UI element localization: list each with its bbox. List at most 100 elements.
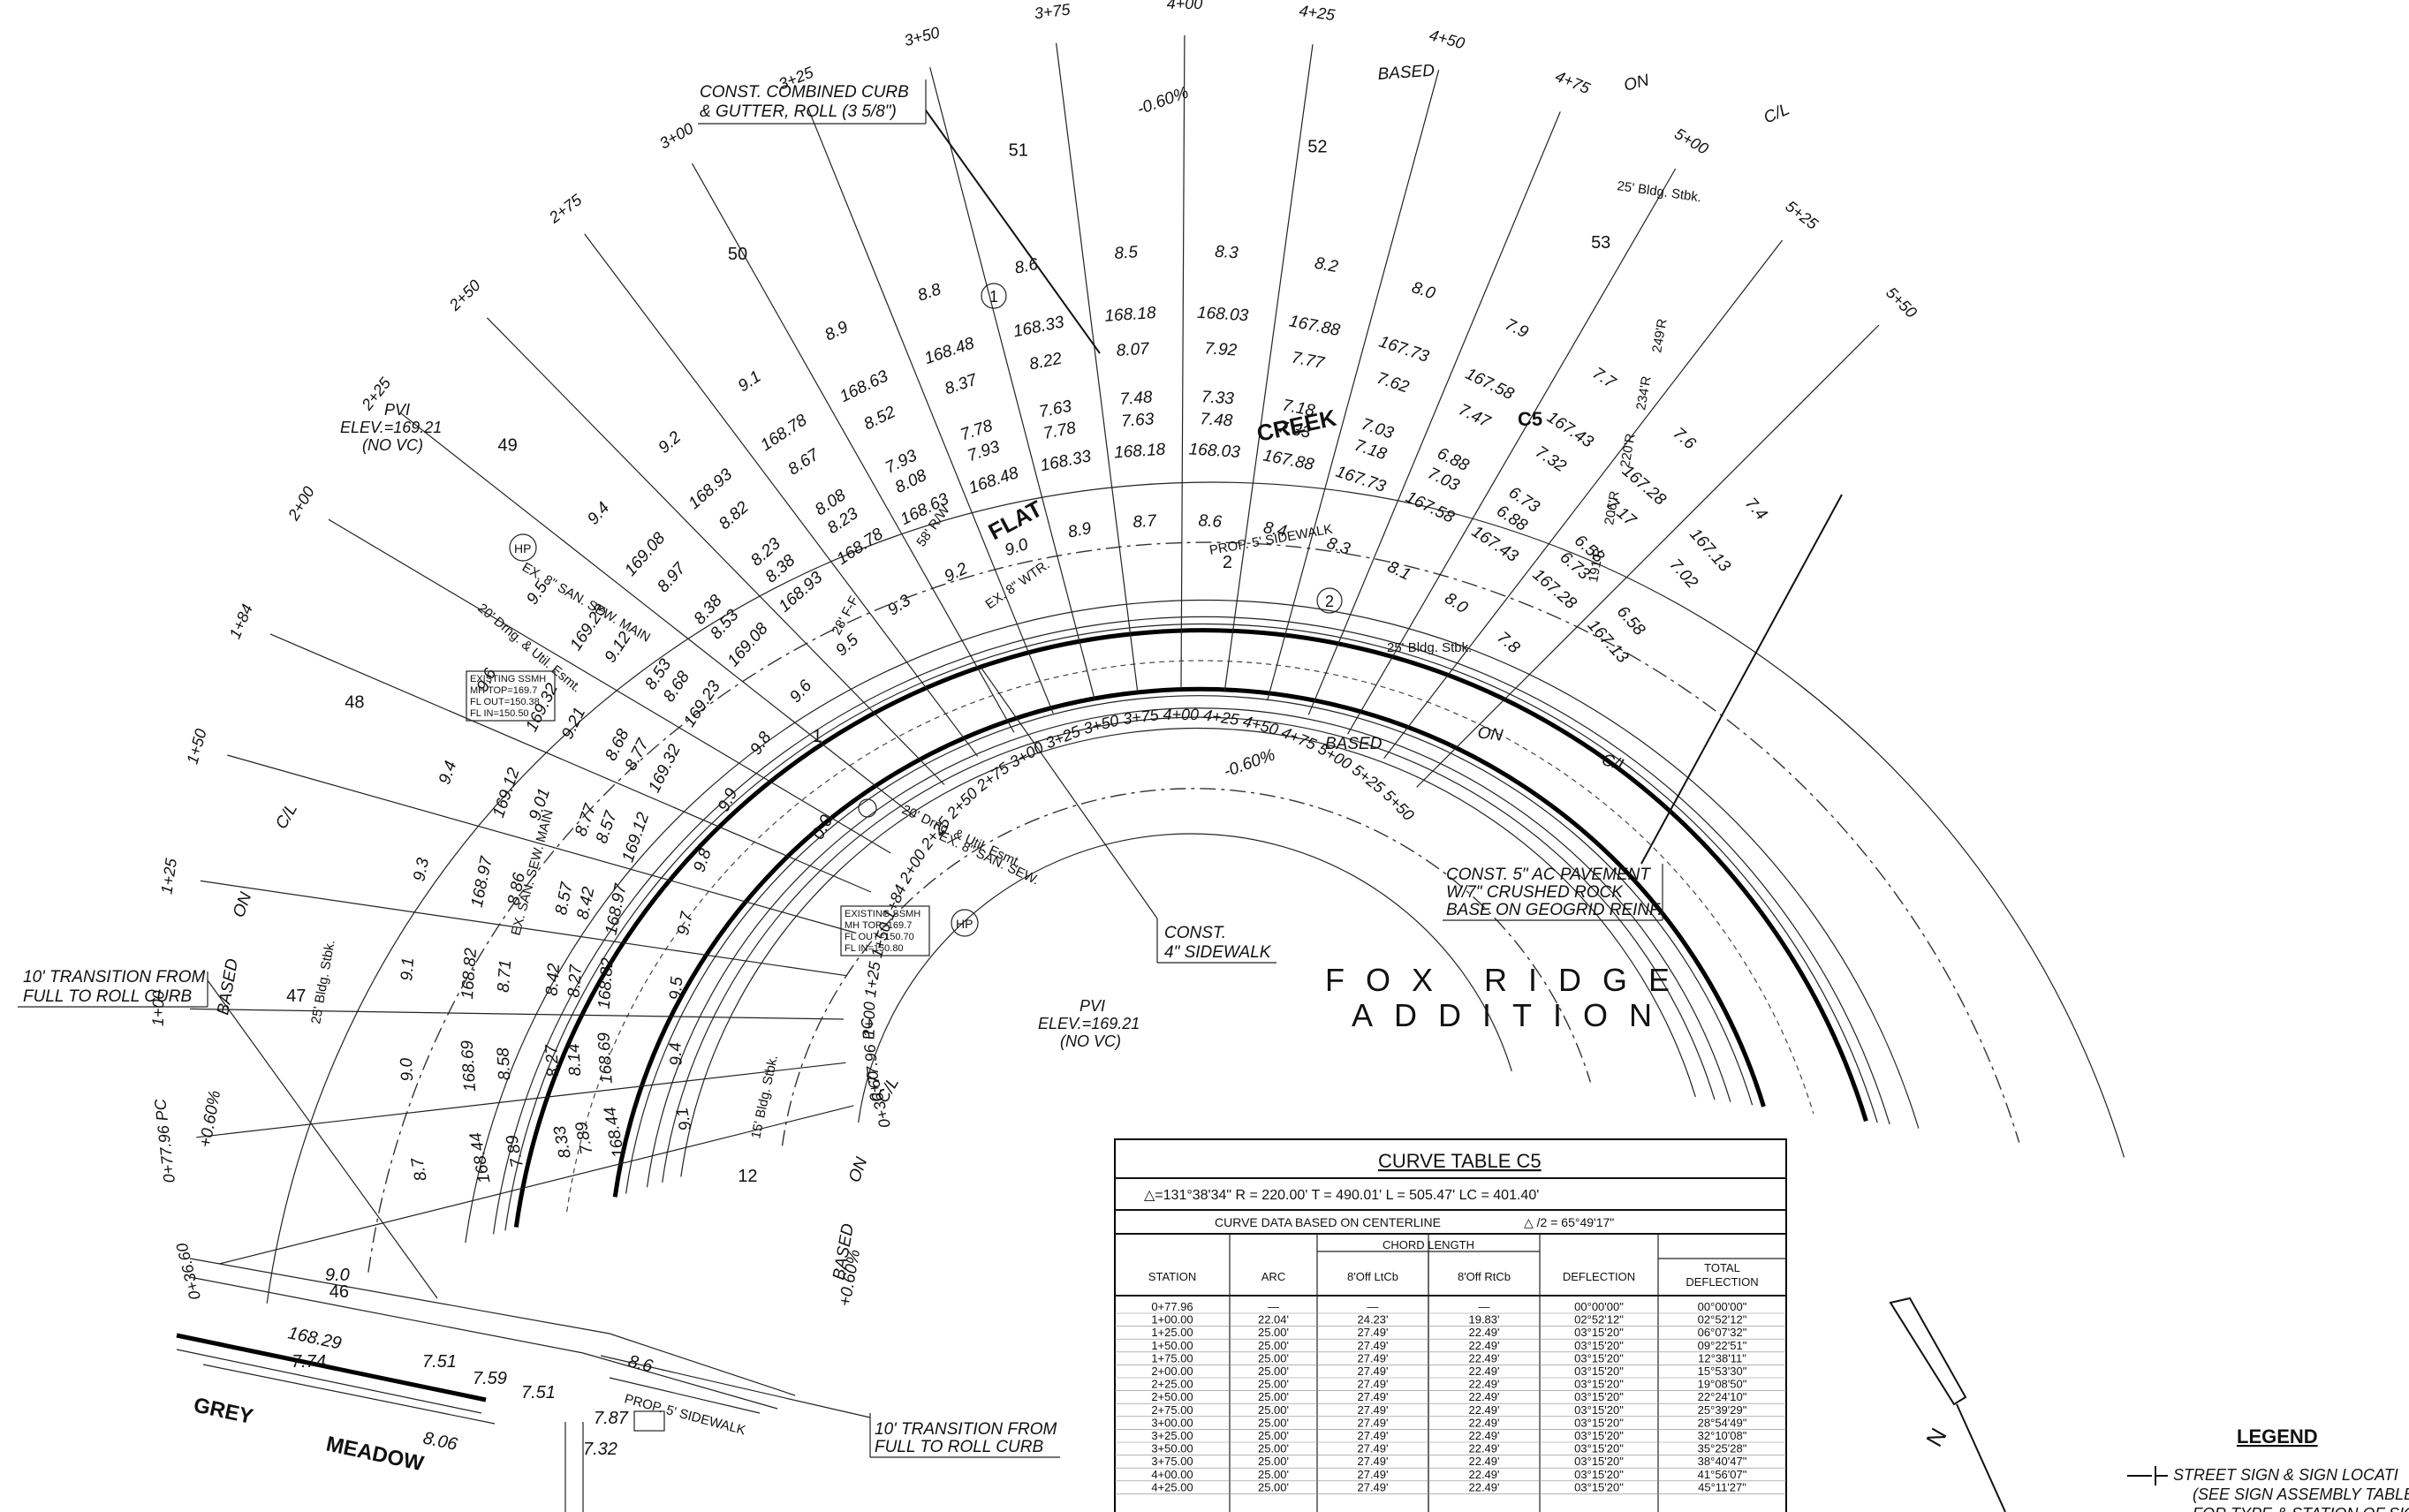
table-cell: 3+50.00 bbox=[1151, 1442, 1193, 1455]
elevation-label: 168.82 bbox=[595, 956, 617, 1009]
callout-text: 4" SIDEWALK bbox=[1164, 943, 1272, 962]
block-circle bbox=[1316, 587, 1343, 614]
distance-label: 7.48 bbox=[1119, 388, 1154, 408]
table-cell: 38°40'47" bbox=[1698, 1455, 1747, 1468]
based-on-cl-label: C/L bbox=[1761, 100, 1792, 127]
table-cell: 2+50.00 bbox=[1151, 1390, 1193, 1403]
elevation-label: 168.03 bbox=[1196, 304, 1249, 326]
offset-label-outer: 8.3 bbox=[1215, 243, 1239, 263]
radius-label: 206'R bbox=[1602, 489, 1622, 525]
elevation-label: 168.69 bbox=[458, 1040, 480, 1092]
table-cell: 22.49' bbox=[1468, 1365, 1499, 1378]
ssmh-text: EXISTING SSMH bbox=[470, 674, 546, 684]
table-cell: 02°52'12" bbox=[1574, 1313, 1624, 1327]
street-name-meadow: MEADOW bbox=[324, 1432, 426, 1476]
callout-text: ELEV.=169.21 bbox=[340, 419, 442, 436]
elevation-label: 167.58 bbox=[1403, 488, 1458, 526]
grade-label: +0.60% bbox=[196, 1089, 224, 1149]
offset-label-outer: 9.3 bbox=[410, 856, 433, 882]
curve-table: CURVE TABLE C5 △=131°38'34" R = 220.00' … bbox=[1114, 1138, 1787, 1512]
station-label-outer: 2+50 bbox=[445, 276, 484, 314]
curve-arc bbox=[858, 833, 1512, 1123]
lot-number: 53 bbox=[1591, 233, 1610, 253]
distance-label: 7.48 bbox=[1200, 410, 1234, 430]
lot-number: 47 bbox=[286, 987, 306, 1006]
table-cell: 22.49' bbox=[1468, 1429, 1499, 1442]
distance-label: 7.33 bbox=[1201, 388, 1235, 408]
ssmh-upper: EXISTING SSMH MH TOP=169.7 FL OUT=150.38… bbox=[466, 670, 556, 722]
table-cell: 06°07'32" bbox=[1698, 1326, 1747, 1339]
table-cell: 25.00' bbox=[1258, 1480, 1289, 1493]
curve-arc bbox=[465, 599, 1920, 1244]
curve-arc bbox=[492, 616, 1890, 1235]
elevation-label: 169.32 bbox=[645, 741, 685, 796]
distance-label: 7.62 bbox=[1375, 369, 1412, 397]
distance-label: 8.52 bbox=[861, 403, 899, 434]
offset-label-inner: 9.3 bbox=[884, 591, 914, 619]
table-header: TOTAL bbox=[1704, 1261, 1740, 1274]
station-line bbox=[400, 412, 916, 818]
table-cell: 28°54'49" bbox=[1698, 1416, 1747, 1429]
elevation-label: 167.28 bbox=[1618, 462, 1670, 510]
table-cell: 03°15'20" bbox=[1574, 1351, 1624, 1365]
table-header: 8'Off LtCb bbox=[1347, 1270, 1398, 1283]
offset-label-inner: 7.8 bbox=[1494, 628, 1524, 657]
table-cell: 03°15'20" bbox=[1574, 1339, 1624, 1352]
distance-label: 7.63 bbox=[1037, 397, 1073, 421]
based-on-cl-label: ON bbox=[845, 1154, 872, 1184]
curve-arc bbox=[266, 481, 2125, 1304]
table-cell: 1+00.00 bbox=[1151, 1313, 1193, 1327]
station-label-inner: 3+50 bbox=[1081, 712, 1120, 738]
table-cell: 03°15'20" bbox=[1574, 1416, 1624, 1429]
grade-label: -0.60% bbox=[1135, 83, 1192, 118]
curve-arc bbox=[513, 628, 1868, 1228]
table-cell: 25.00' bbox=[1258, 1468, 1289, 1481]
table-cell: 22.49' bbox=[1468, 1326, 1499, 1339]
station-line bbox=[196, 1062, 846, 1138]
station-label-outer: 1+84 bbox=[226, 601, 256, 641]
offset-label-inner: 8.4 bbox=[1261, 518, 1288, 541]
callout-text: 10' TRANSITION FROM bbox=[875, 1420, 1057, 1439]
table-cell: 09°22'51" bbox=[1698, 1339, 1747, 1352]
callout-text: & GUTTER, ROLL (3 5/8") bbox=[700, 102, 897, 121]
curve-arc bbox=[367, 541, 2020, 1273]
elevation-label: 167.73 bbox=[1376, 333, 1431, 367]
ssmh-lower: EXISTING SSMH MH TOP=169.7 FL OUT=150.70… bbox=[840, 798, 930, 956]
offset-label-inner: 9.1 bbox=[673, 1106, 696, 1132]
table-cell: 27.49' bbox=[1357, 1326, 1388, 1339]
elevation-label: 168.33 bbox=[1039, 447, 1094, 475]
distance-label: 7.77 bbox=[1290, 349, 1327, 374]
table-cell: 22°24'10" bbox=[1698, 1390, 1747, 1403]
distance-label: 8.97 bbox=[654, 558, 690, 596]
table-cell: 27.49' bbox=[1357, 1339, 1388, 1352]
station-line bbox=[1223, 44, 1314, 692]
station-line bbox=[1180, 34, 1186, 690]
station-label-inner: 5+25 bbox=[1349, 760, 1389, 797]
legend-text: STREET SIGN & SIGN LOCATI bbox=[2173, 1466, 2398, 1484]
elevation-label: 168.48 bbox=[966, 464, 1021, 498]
table-cell: — bbox=[1479, 1300, 1490, 1313]
offset-label-outer: 9.0 bbox=[398, 1057, 418, 1082]
elevation-label: 167.58 bbox=[1462, 365, 1517, 404]
lot-number: 1 bbox=[813, 727, 822, 746]
station-line bbox=[486, 317, 945, 785]
lot-number: 48 bbox=[345, 693, 364, 713]
table-cell: 22.49' bbox=[1468, 1339, 1499, 1352]
table-cell: 4+25.00 bbox=[1151, 1480, 1193, 1493]
distance-label: 8.22 bbox=[1028, 350, 1064, 374]
elevation-label: 168.97 bbox=[468, 854, 496, 910]
curve-basis: CURVE DATA BASED ON CENTERLINE bbox=[1215, 1215, 1441, 1229]
elevation-label: 167.88 bbox=[1288, 312, 1342, 340]
table-cell: 2+75.00 bbox=[1151, 1403, 1193, 1417]
callout-text: ELEV.=169.21 bbox=[1038, 1015, 1140, 1032]
distance-label: 8.37 bbox=[943, 370, 981, 398]
table-cell: 03°15'20" bbox=[1574, 1378, 1624, 1391]
ssmh-text: FL IN=150.80 bbox=[845, 943, 904, 954]
table-cell: 25.00' bbox=[1258, 1390, 1289, 1403]
station-label-inner: 3+00 bbox=[1007, 738, 1047, 771]
distance-label: 8.27 bbox=[564, 963, 586, 998]
table-cell: 02°52'12" bbox=[1698, 1313, 1747, 1327]
station-label-inner: 5+50 bbox=[1380, 786, 1418, 824]
block-circle bbox=[981, 283, 1007, 309]
